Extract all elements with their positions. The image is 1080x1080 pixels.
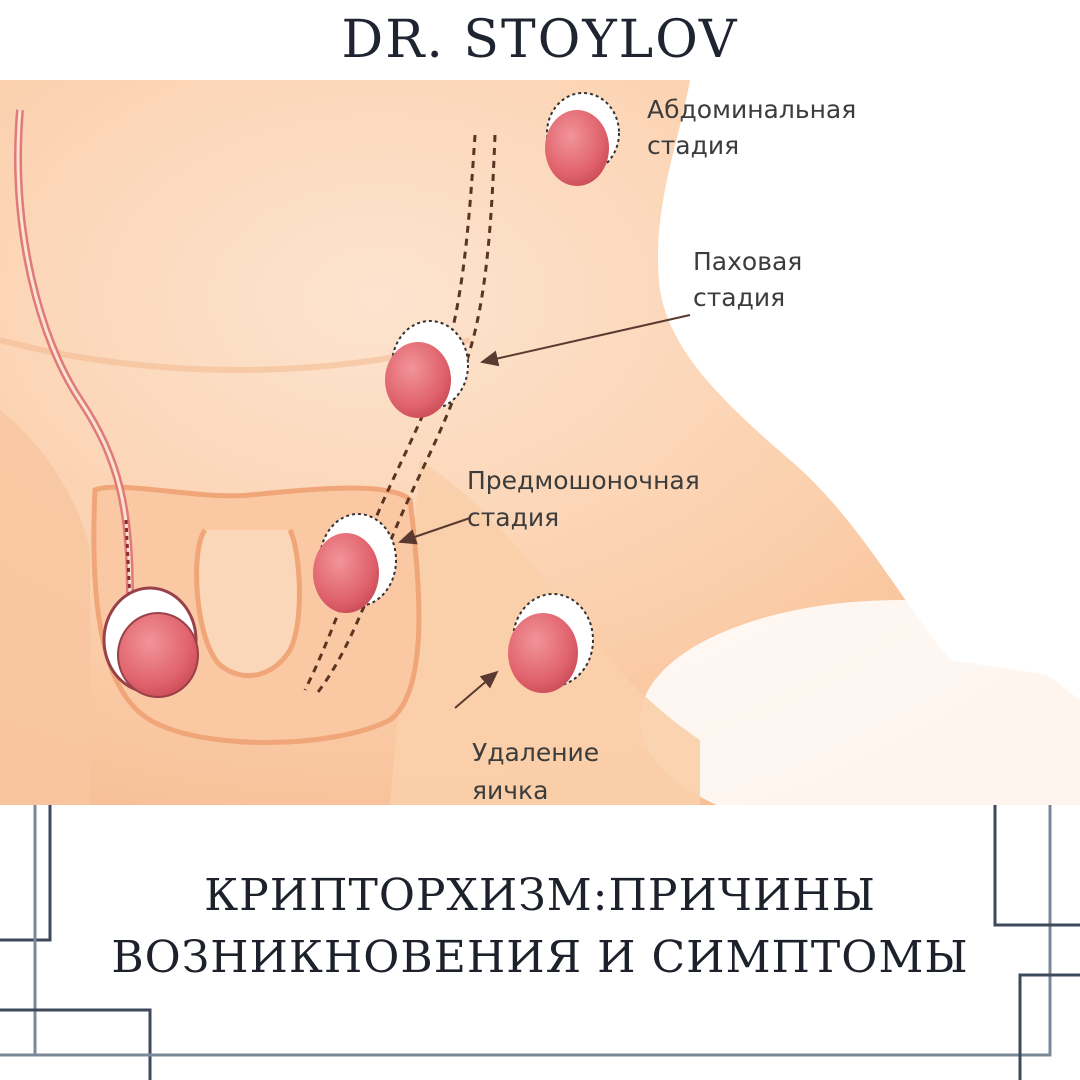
- right-fade: [696, 80, 1080, 700]
- prescrotal-testis: [313, 513, 397, 613]
- label-abdominal-2: стадия: [647, 131, 739, 160]
- label-inguinal-1: Паховая: [693, 247, 802, 276]
- cryptorchidism-illustration: Абдоминальная стадия Паховая стадия Пред…: [0, 80, 1080, 805]
- ectopic-testis: [508, 593, 594, 693]
- inguinal-arrow: [480, 314, 691, 367]
- removal-arrow: [454, 670, 499, 709]
- label-abdominal-1: Абдоминальная: [647, 95, 856, 124]
- anatomy-diagram: Абдоминальная стадия Паховая стадия Пред…: [0, 80, 1080, 805]
- inguinal-testis: [385, 320, 469, 418]
- article-title-line2: ВОЗНИКНОВЕНИЯ И СИМПТОМЫ: [111, 932, 969, 983]
- label-inguinal-2: стадия: [693, 283, 785, 312]
- penis: [194, 528, 302, 679]
- prescrotal-arrow: [398, 517, 471, 545]
- article-title-line1: КРИПТОРХИЗМ:ПРИЧИНЫ: [204, 870, 876, 921]
- article-title: КРИПТОРХИЗМ:ПРИЧИНЫ ВОЗНИКНОВЕНИЯ И СИМП…: [90, 865, 990, 989]
- left-thigh: [0, 410, 90, 805]
- abdominal-testis: [545, 92, 620, 186]
- descended-testis: [102, 586, 199, 698]
- brand-title: DR. STOYLOV: [341, 10, 739, 70]
- label-removal-2: яичка: [472, 776, 548, 805]
- descent-path: [303, 134, 497, 693]
- label-prescrotal-2: стадия: [467, 503, 559, 532]
- label-prescrotal-1: Предмошоночная: [467, 466, 700, 495]
- label-removal-1: Удаление: [472, 738, 599, 767]
